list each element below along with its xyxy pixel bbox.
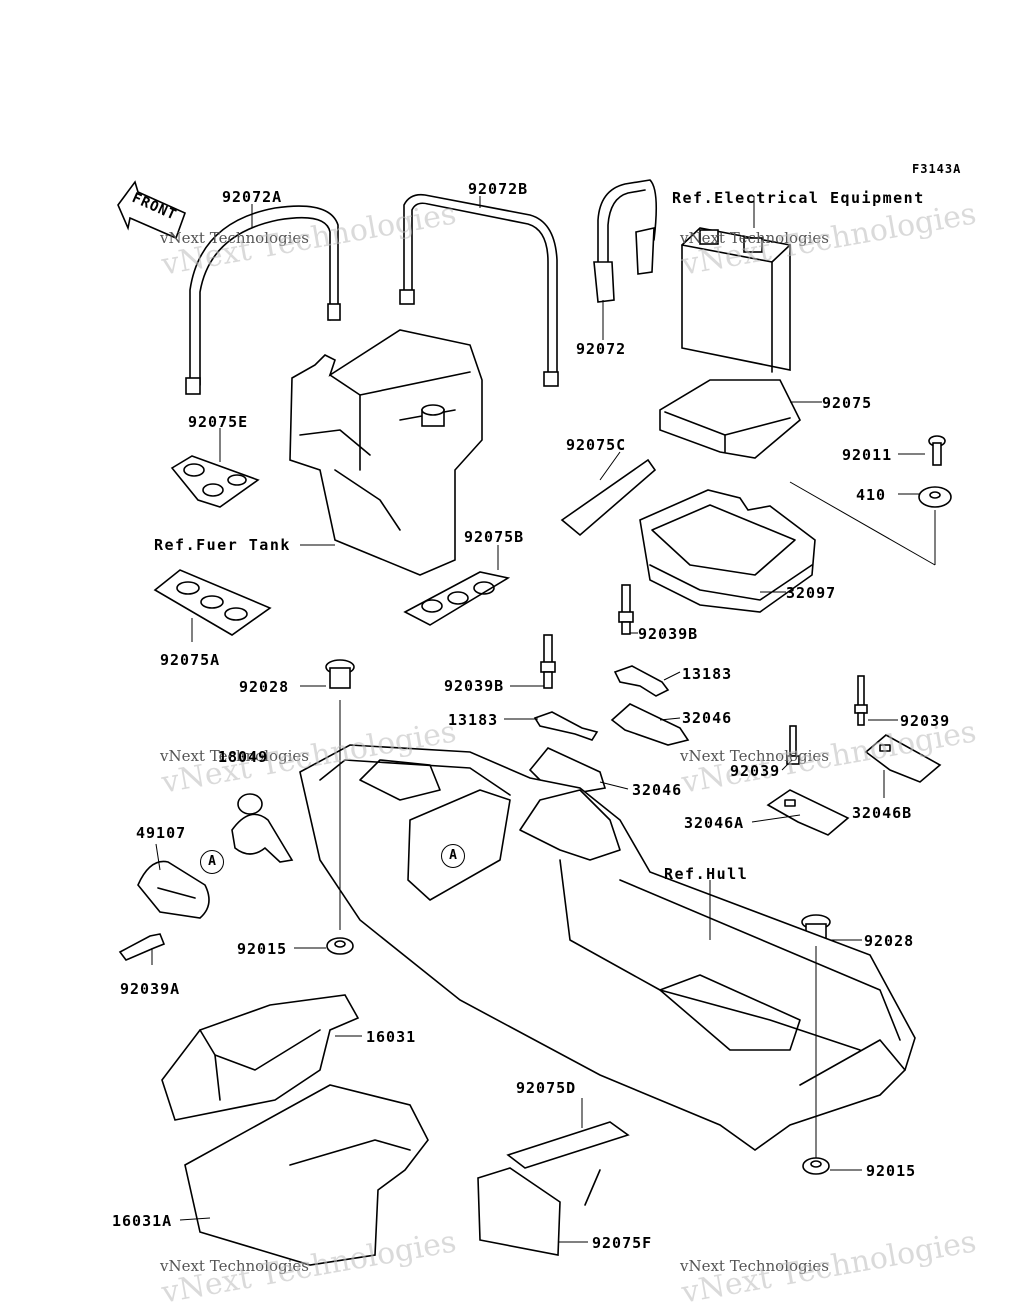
part-49107 <box>137 860 210 919</box>
figure-id: F3143A <box>912 162 962 176</box>
callout-92028-lower: 92028 <box>864 932 915 950</box>
callout-92039b-upper: 92039B <box>638 625 699 643</box>
bracket-13183-right <box>613 665 670 697</box>
ref-fuel-tank: Ref.Fuer Tank <box>154 536 291 554</box>
nut-92015-lower <box>802 1157 830 1175</box>
battery <box>681 227 791 373</box>
strap-92072a <box>185 205 341 395</box>
callout-92072a: 92072A <box>222 188 283 206</box>
ref-electrical-equipment: Ref.Electrical Equipment <box>672 189 925 207</box>
mat-16031a <box>184 1084 429 1266</box>
callout-92015-upper: 92015 <box>237 940 288 958</box>
bolt-92039b-lower <box>540 634 556 689</box>
fuel-tank <box>289 329 483 576</box>
callout-32097: 32097 <box>786 584 837 602</box>
callout-92028-upper: 92028 <box>239 678 290 696</box>
bolt-92039b-upper <box>618 584 634 635</box>
screw-92011 <box>928 435 946 466</box>
bolt-92039a <box>118 933 166 961</box>
front-arrow-icon <box>117 180 187 240</box>
ref-hull: Ref.Hull <box>664 865 749 883</box>
callout-92075a: 92075A <box>160 651 221 669</box>
callout-32046-upper: 32046 <box>682 709 733 727</box>
pad-92075a <box>153 569 272 636</box>
callout-49107: 49107 <box>136 824 187 842</box>
callout-92075c: 92075C <box>566 436 627 454</box>
callout-92075: 92075 <box>822 394 873 412</box>
pad-92075c <box>560 458 657 537</box>
bolt-92039-middle <box>786 725 800 765</box>
callout-92039a: 92039A <box>120 980 181 998</box>
callout-13183-left: 13183 <box>448 711 499 729</box>
strap-92072b <box>399 193 559 387</box>
callout-16031: 16031 <box>366 1028 417 1046</box>
callout-32046-lower: 32046 <box>632 781 683 799</box>
plate-32046b <box>864 734 942 783</box>
marker-a: A <box>200 850 224 874</box>
callout-13183-right: 13183 <box>682 665 733 683</box>
callout-92075d: 92075D <box>516 1079 577 1097</box>
callout-32046b: 32046B <box>852 804 913 822</box>
callout-92072: 92072 <box>576 340 627 358</box>
pad-92075d <box>506 1121 630 1169</box>
callout-92039-middle: 92039 <box>730 762 781 780</box>
callout-18049: 18049 <box>218 748 269 766</box>
plate-32046a <box>766 789 850 836</box>
mat-16031 <box>161 994 360 1121</box>
callout-32046a: 32046A <box>684 814 745 832</box>
callout-410: 410 <box>856 486 887 504</box>
callout-92075b: 92075B <box>464 528 525 546</box>
callout-92015-lower: 92015 <box>866 1162 917 1180</box>
bolt-92039-right <box>854 675 868 726</box>
nut-92015-upper <box>326 937 354 955</box>
callout-92011: 92011 <box>842 446 893 464</box>
pad-32046-upper <box>610 703 690 746</box>
callout-92072b: 92072B <box>468 180 529 198</box>
leader-lines <box>151 196 936 1243</box>
pad-92075f <box>477 1167 601 1256</box>
callout-16031a: 16031A <box>112 1212 173 1230</box>
plug-92028-upper <box>325 659 355 689</box>
marker-a: A <box>441 844 465 868</box>
callout-92039-right: 92039 <box>900 712 951 730</box>
callout-92039b-lower: 92039B <box>444 677 505 695</box>
bracket-13183-left <box>533 711 599 741</box>
part-18049 <box>231 793 294 863</box>
callout-92075e: 92075E <box>188 413 249 431</box>
case-32097 <box>639 489 816 613</box>
pad-92075b <box>403 571 511 626</box>
strap-92072 <box>593 179 658 303</box>
tray-92075 <box>659 379 801 459</box>
callout-92075f: 92075F <box>592 1234 653 1252</box>
washer-410 <box>918 486 952 508</box>
pad-92075e <box>170 455 260 508</box>
